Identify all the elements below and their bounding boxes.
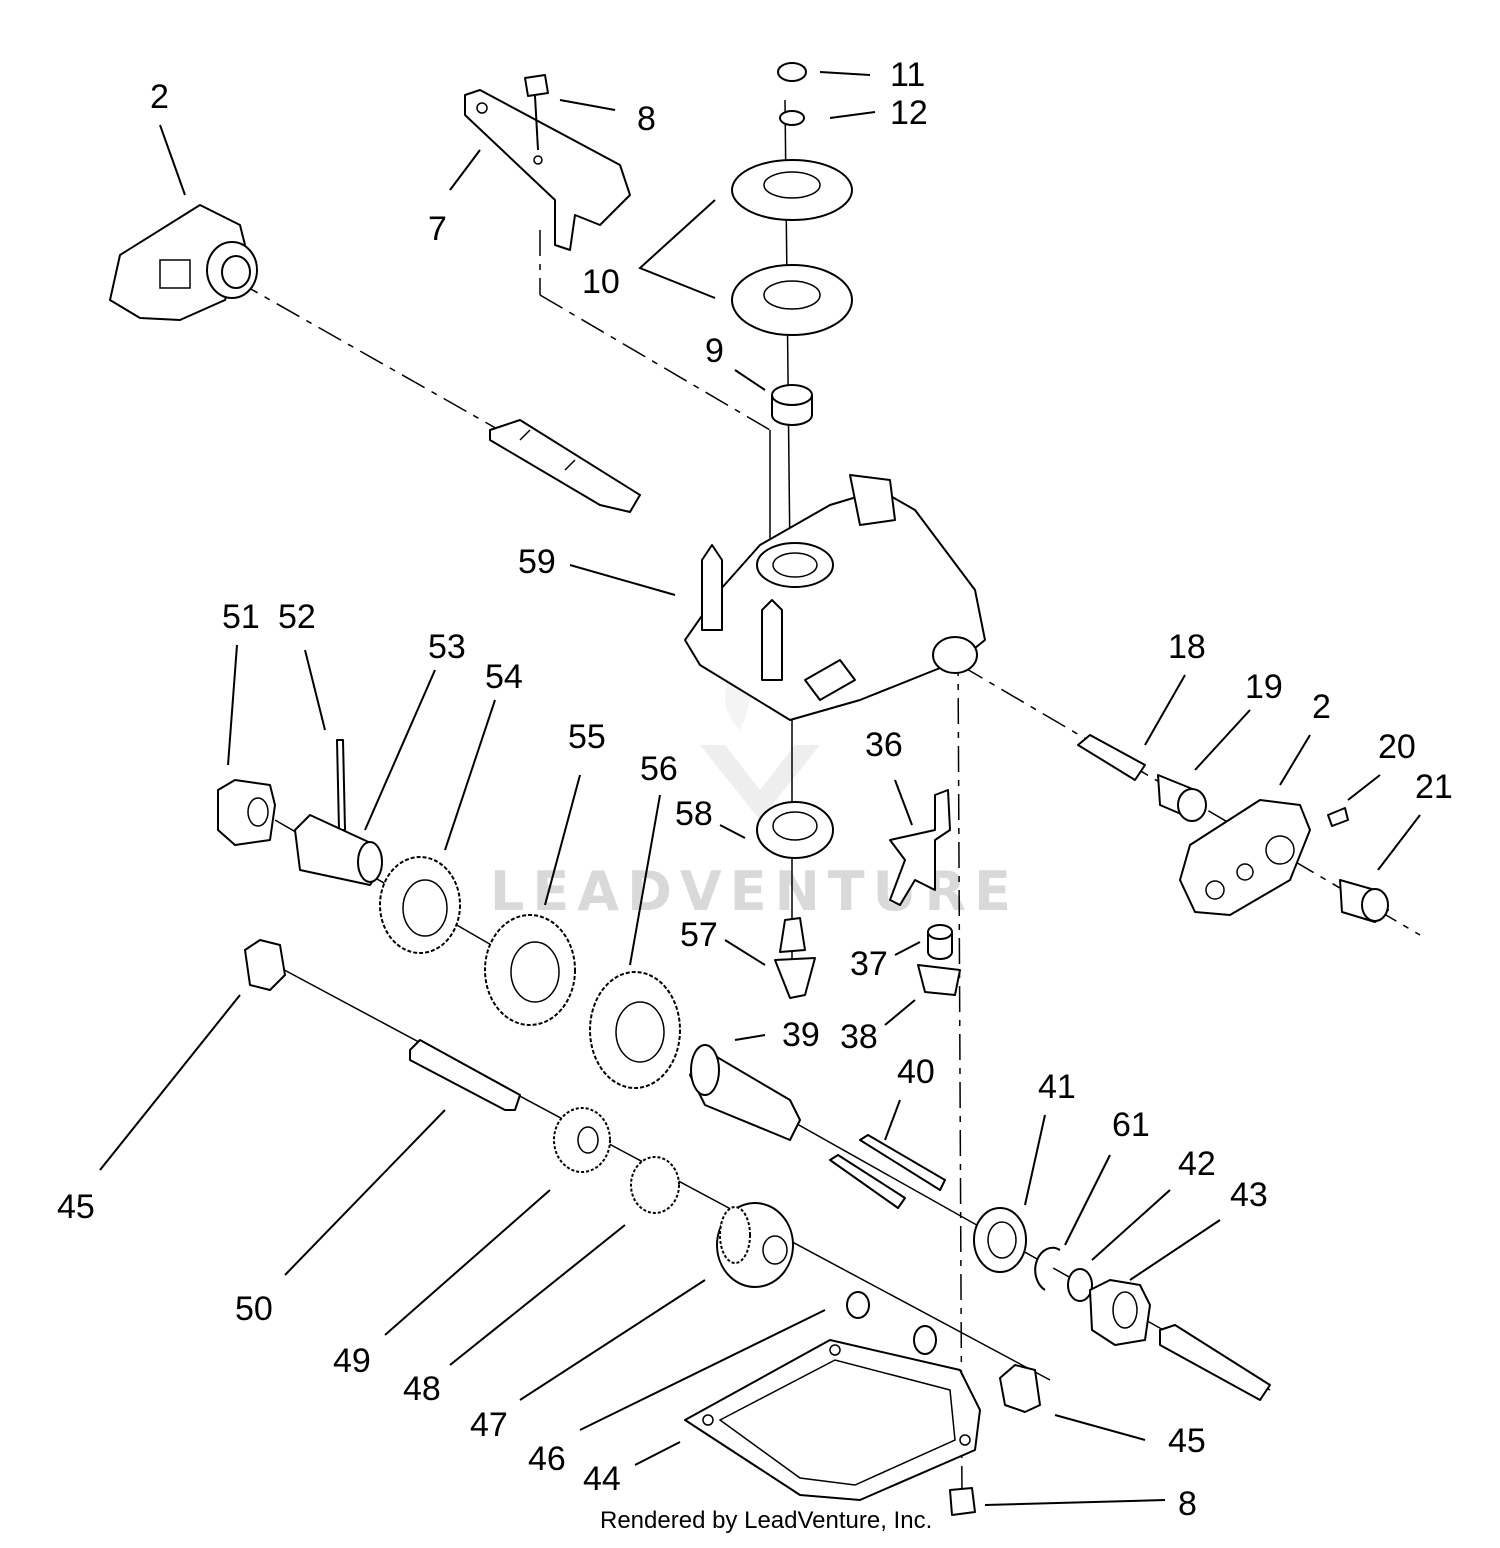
part-washer-42 <box>1067 1268 1093 1302</box>
callout-37: 37 <box>850 945 888 983</box>
callout-2-right: 2 <box>1312 688 1331 726</box>
callout-56: 56 <box>640 750 678 788</box>
part-bolt-8-bottom <box>949 1487 976 1516</box>
part-gear-47 <box>716 1202 794 1288</box>
callout-49: 49 <box>333 1342 371 1380</box>
part-bearing-block-51 <box>217 779 276 846</box>
part-shaft-upper-left <box>489 419 641 513</box>
callout-labels: 2 8 7 11 12 10 9 59 51 52 53 54 55 56 58… <box>57 56 1453 1523</box>
part-bolt-8-top <box>524 74 549 165</box>
callout-55: 55 <box>568 718 606 756</box>
callout-53: 53 <box>428 628 466 666</box>
callout-45-right: 45 <box>1168 1422 1206 1460</box>
part-spacer-37 <box>927 924 953 960</box>
part-clip-38 <box>917 964 961 996</box>
part-bracket-7 <box>464 89 631 251</box>
callout-38: 38 <box>840 1018 878 1056</box>
part-bearing-block-43 <box>1089 1279 1151 1346</box>
callout-58: 58 <box>675 795 713 833</box>
callout-45-left: 45 <box>57 1188 95 1226</box>
part-gear-48 <box>630 1156 680 1214</box>
callout-41: 41 <box>1038 1068 1076 1106</box>
callout-51: 51 <box>222 598 260 636</box>
part-housing-59 <box>684 474 986 721</box>
callout-43: 43 <box>1230 1176 1268 1214</box>
callout-61: 61 <box>1112 1106 1150 1144</box>
callout-19: 19 <box>1245 668 1283 706</box>
callout-9: 9 <box>705 332 724 370</box>
callout-42: 42 <box>1178 1145 1216 1183</box>
part-fitting-20 <box>1327 807 1349 827</box>
callout-39: 39 <box>782 1016 820 1054</box>
callout-18: 18 <box>1168 628 1206 666</box>
callout-44: 44 <box>583 1460 621 1498</box>
callout-10: 10 <box>582 263 620 301</box>
part-bearing-block-45-left <box>244 939 286 991</box>
callout-40: 40 <box>897 1053 935 1091</box>
part-cover-44 <box>684 1339 981 1501</box>
part-bracket-2-right <box>1179 799 1311 916</box>
part-gear-55 <box>484 914 576 1026</box>
callout-59: 59 <box>518 543 556 581</box>
callout-2-left: 2 <box>150 78 169 116</box>
callout-11: 11 <box>890 56 925 94</box>
part-gear-54 <box>379 856 461 954</box>
part-washer-46a <box>846 1291 870 1319</box>
callout-54: 54 <box>485 658 523 696</box>
callout-36: 36 <box>865 726 903 764</box>
part-hub-53 <box>294 814 383 886</box>
part-bushing-19 <box>1157 774 1207 822</box>
callout-47: 47 <box>470 1406 508 1444</box>
part-spline-hub-39 <box>689 1044 801 1141</box>
part-bearing-41 <box>973 1207 1027 1273</box>
part-key-40 <box>829 1134 946 1209</box>
part-bearing-58 <box>756 801 834 859</box>
part-fork-36 <box>889 789 951 906</box>
part-sleeve-18 <box>1077 734 1146 781</box>
callout-20: 20 <box>1378 728 1416 766</box>
callout-21: 21 <box>1415 768 1453 806</box>
part-nut-11 <box>777 62 807 82</box>
part-bracket-2-left <box>109 204 258 321</box>
callout-8-top: 8 <box>637 100 656 138</box>
watermark-text: LEADVENTURE <box>490 860 1019 923</box>
part-shaft-lower-right <box>1159 1324 1271 1401</box>
callout-52: 52 <box>278 598 316 636</box>
callout-12: 12 <box>890 94 928 132</box>
render-credit: Rendered by LeadVenture, Inc. <box>600 1507 933 1534</box>
part-pin-52 <box>336 739 346 831</box>
part-pinion-57 <box>774 917 816 999</box>
part-shaft-50 <box>409 1039 521 1111</box>
part-gear-56 <box>589 971 681 1089</box>
callout-46: 46 <box>528 1440 566 1478</box>
part-bushing-21 <box>1339 879 1389 923</box>
part-washer-12 <box>779 110 805 126</box>
callout-8-bottom: 8 <box>1178 1485 1197 1523</box>
part-ring-61 <box>1034 1246 1061 1291</box>
part-bearing-block-45-right <box>999 1364 1041 1413</box>
callout-7: 7 <box>428 210 447 248</box>
callout-48: 48 <box>403 1370 441 1408</box>
part-washer-46b <box>913 1325 937 1355</box>
part-pulley-10-upper <box>731 159 853 221</box>
part-gear-49 <box>553 1107 611 1173</box>
leader-lines <box>99 71 1421 1506</box>
part-spacer-9 <box>771 384 813 426</box>
callout-57: 57 <box>680 916 718 954</box>
callout-50: 50 <box>235 1290 273 1328</box>
part-pulley-10-lower <box>731 264 853 336</box>
